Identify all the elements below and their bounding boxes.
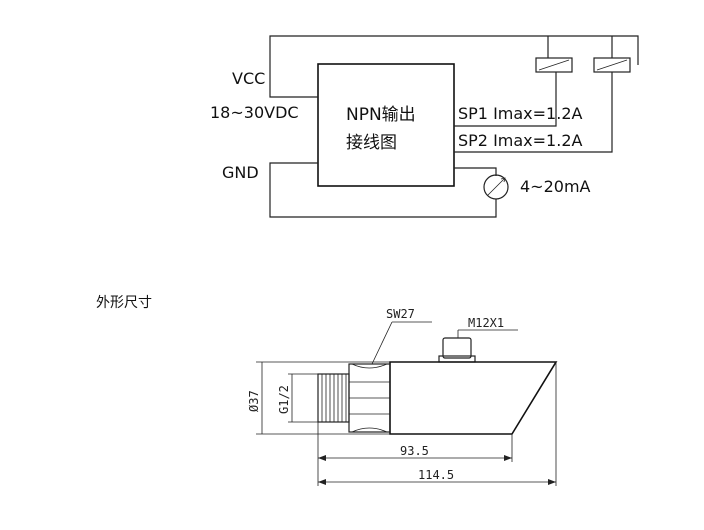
current-meter-icon xyxy=(483,174,509,200)
wrench-leader xyxy=(371,321,393,365)
gnd-wire xyxy=(269,162,497,218)
supply-voltage-label: 18~30VDC xyxy=(210,103,299,122)
dimensions-heading: 外形尺寸 xyxy=(96,295,152,311)
wrench-size-label: SW27 xyxy=(386,307,415,321)
threaded-fitting xyxy=(317,373,350,423)
length-total-label: 114.5 xyxy=(418,468,454,482)
length-inner-label: 93.5 xyxy=(400,444,429,458)
hex-nut xyxy=(348,363,391,433)
relay-coil-icon xyxy=(535,57,573,73)
connector-label: M12X1 xyxy=(468,316,504,330)
sensor-body xyxy=(389,361,558,435)
diameter-label: Ø37 xyxy=(247,390,261,412)
wiring-diagram: VCC 18~30VDC GND NPN输出 接线图 SP1 Imax=1.2A… xyxy=(210,35,639,218)
relay-coil-icon xyxy=(593,57,631,73)
analog-wire xyxy=(454,167,497,176)
box-subtitle: 接线图 xyxy=(346,133,397,153)
sp2-label: SP2 Imax=1.2A xyxy=(458,131,583,150)
thread-label: G1/2 xyxy=(277,385,291,414)
npn-output-box xyxy=(317,63,455,187)
sp2-wire xyxy=(454,72,613,153)
m12-connector xyxy=(438,337,476,363)
gnd-label: GND xyxy=(222,163,259,182)
sp1-label: SP1 Imax=1.2A xyxy=(458,104,583,123)
analog-output-label: 4~20mA xyxy=(520,177,591,196)
dimension-drawing: 外形尺寸 M12X1 SW27 xyxy=(96,295,558,486)
vcc-wire xyxy=(269,35,639,98)
vcc-label: VCC xyxy=(232,69,265,88)
box-title: NPN输出 xyxy=(346,105,416,125)
sp1-wire xyxy=(454,72,557,127)
